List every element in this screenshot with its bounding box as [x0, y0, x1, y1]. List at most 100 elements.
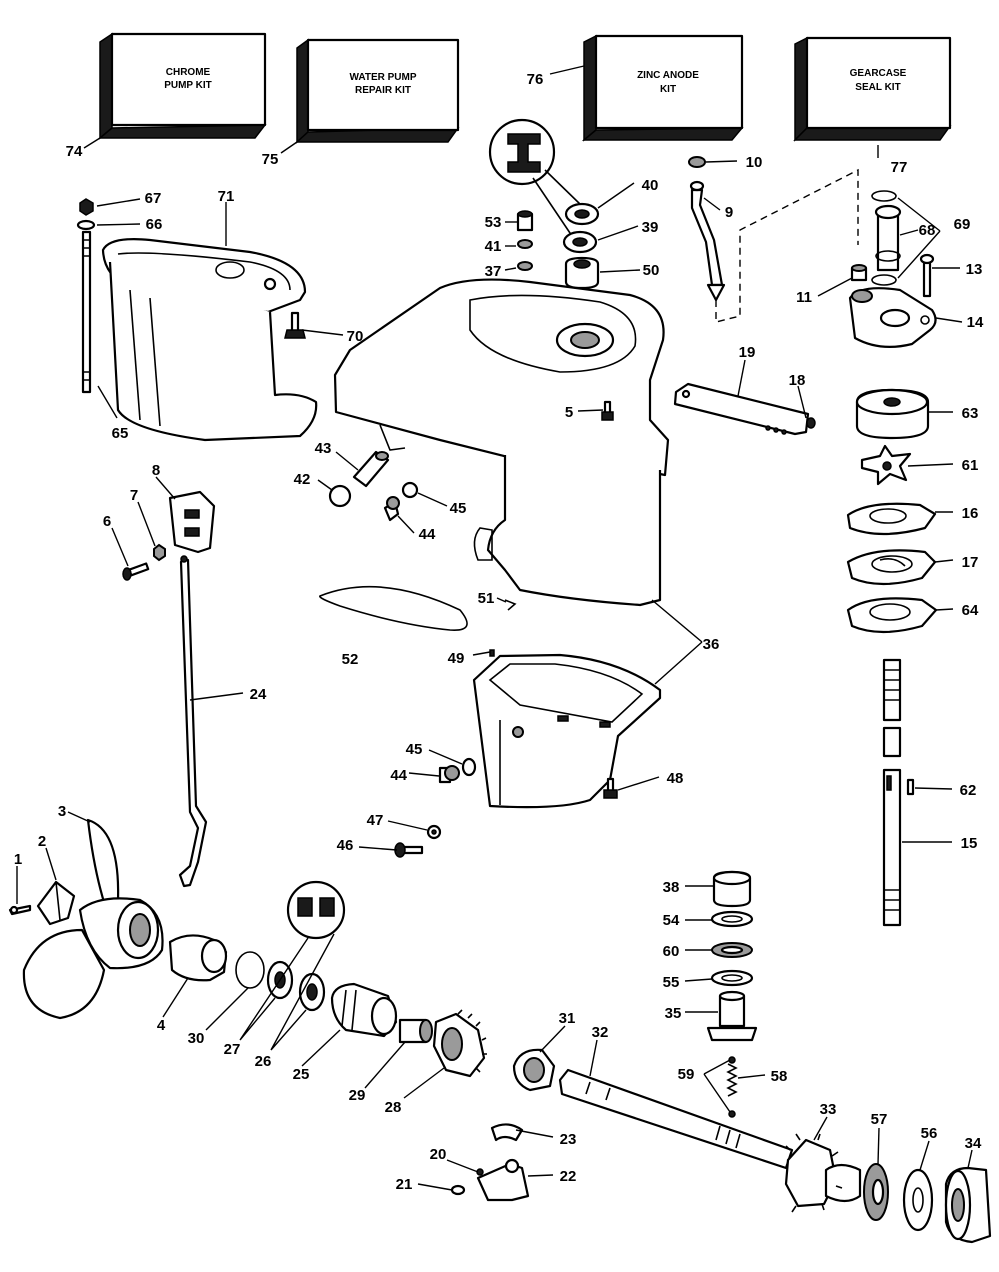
bushing-50	[564, 256, 600, 290]
callout-46: 46	[337, 837, 354, 854]
bearing-housing-25	[330, 982, 398, 1038]
callout-49: 49	[448, 650, 465, 667]
callout-8: 8	[152, 462, 160, 479]
callout-70: 70	[347, 328, 364, 345]
callout-74: 74	[66, 143, 83, 160]
leader-lines	[16, 65, 973, 1191]
callout-54: 54	[663, 912, 680, 929]
callout-60: 60	[663, 943, 680, 960]
callout-62: 62	[960, 782, 977, 799]
clutch-dog-31	[512, 1048, 556, 1092]
callout-numbers: 1 2 3 4 5 6 7 8 9 10 11 13 14 15 16 17 1…	[14, 71, 984, 1193]
kit-label-line: KIT	[660, 84, 676, 95]
detail-circle-bearing	[286, 880, 346, 940]
callout-11: 11	[796, 289, 812, 306]
callout-35: 35	[665, 1005, 682, 1022]
pin-62	[906, 778, 915, 796]
reverse-gear-28	[432, 1009, 487, 1078]
callout-7: 7	[130, 487, 138, 504]
kit-label-line: CHROME	[166, 67, 211, 78]
washer-37	[517, 261, 533, 271]
screw-48	[603, 777, 618, 799]
callout-44-lower: 44	[390, 767, 407, 784]
callout-32: 32	[592, 1024, 609, 1041]
screw-46	[394, 842, 424, 858]
kit-box-chrome-pump: CHROME PUMP KIT	[97, 32, 267, 140]
callout-41: 41	[485, 238, 502, 255]
callout-27: 27	[224, 1041, 241, 1058]
impeller-61	[860, 444, 912, 486]
callout-53: 53	[485, 214, 502, 231]
callout-65: 65	[112, 425, 129, 442]
callout-47: 47	[367, 812, 384, 829]
wire-seal-52	[319, 585, 468, 631]
callout-2: 2	[38, 833, 46, 850]
callout-48: 48	[667, 770, 684, 787]
plate-17	[846, 549, 937, 586]
washer-45-lower	[461, 757, 477, 777]
callout-66: 66	[146, 216, 163, 233]
screw-44-upper	[383, 496, 400, 522]
callout-6: 6	[103, 513, 111, 530]
screw-44-lower	[438, 765, 460, 784]
callout-22: 22	[560, 1168, 577, 1185]
callout-28: 28	[385, 1099, 402, 1116]
callout-45-upper: 45	[450, 500, 467, 517]
plug-53	[516, 210, 534, 232]
driveshaft-15	[882, 658, 902, 927]
nut-7	[153, 543, 166, 562]
callout-61: 61	[962, 457, 979, 474]
kit-box-gearcase-seal: GEARCASE SEAL KIT	[793, 36, 952, 142]
kit-box-water-pump-repair: WATER PUMP REPAIR KIT	[295, 38, 460, 144]
forward-gear-33	[784, 1133, 862, 1213]
grommet-11	[850, 264, 868, 282]
callout-18: 18	[789, 372, 806, 389]
seal-26	[298, 972, 326, 1012]
impeller-housing-63	[855, 388, 930, 440]
pin-1	[8, 904, 32, 916]
seal-39	[562, 230, 598, 254]
callout-67: 67	[145, 190, 162, 207]
liner-68	[874, 204, 902, 272]
callout-58: 58	[771, 1068, 788, 1085]
callout-71: 71	[218, 188, 235, 205]
callout-4: 4	[157, 1017, 166, 1034]
driveshaft-housing	[333, 278, 670, 607]
screw-70	[284, 311, 306, 339]
nut-67	[79, 198, 94, 216]
pin-43	[352, 450, 390, 488]
callout-5: 5	[565, 404, 573, 421]
grommet-8	[168, 490, 216, 554]
bearing-38	[712, 870, 752, 908]
screw-13	[919, 253, 935, 298]
callout-26: 26	[255, 1053, 272, 1070]
kit-label-line: ZINC ANODE	[637, 70, 699, 81]
reference-dashed-line	[715, 168, 859, 323]
grommet-10	[688, 156, 706, 168]
pin-21	[450, 1184, 466, 1196]
callout-39: 39	[642, 219, 659, 236]
callout-59: 59	[678, 1066, 695, 1083]
bearing-34	[944, 1166, 992, 1244]
exhaust-housing-plate	[101, 238, 318, 442]
washer-66	[76, 219, 96, 231]
bearing-29	[398, 1018, 433, 1044]
callout-20: 20	[430, 1146, 447, 1163]
o-ring-69	[871, 190, 897, 286]
callout-75: 75	[262, 151, 279, 168]
callout-38: 38	[663, 879, 680, 896]
gearcase	[472, 653, 662, 809]
callout-17: 17	[962, 554, 979, 571]
kit-label-line: SEAL KIT	[855, 82, 900, 93]
water-tube-9	[689, 180, 726, 302]
callout-21: 21	[396, 1176, 413, 1193]
propeller-shaft-32	[558, 1068, 794, 1170]
callout-44-upper: 44	[419, 526, 436, 543]
pin-51	[504, 599, 517, 611]
callout-56: 56	[921, 1125, 938, 1142]
callout-40: 40	[642, 177, 659, 194]
callout-36: 36	[703, 636, 720, 653]
callout-33: 33	[820, 1101, 837, 1118]
shift-lever-23	[490, 1123, 524, 1142]
